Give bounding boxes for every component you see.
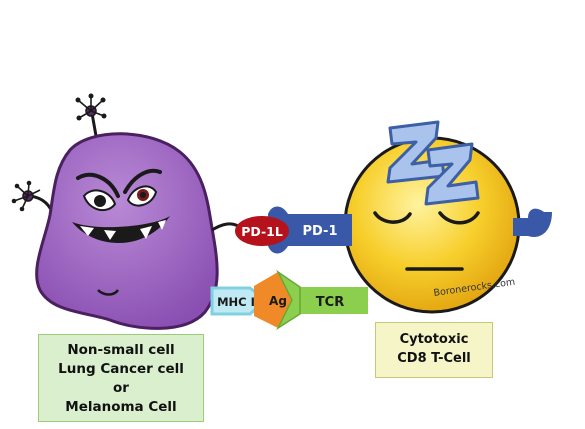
tcr-chevron [276,269,301,331]
cancer-label-line: or [113,380,129,396]
mhc1-label: MHC I [217,295,255,309]
pd1-label: PD-1 [302,224,337,239]
cancer-label-line: Non-small cell [67,342,175,358]
t-cell-sleepy-face [373,211,480,271]
cancer-label-line: Melanoma Cell [65,399,177,415]
pd1l-ligand [235,216,289,246]
pd1l-stalk [211,222,239,232]
t-cell-label-line: CD8 T-Cell [397,351,471,366]
ag-label: Ag [269,294,287,308]
sleep-z-icon [386,120,480,206]
pd1l-label: PD-1L [241,224,283,239]
cancer-face [72,168,170,296]
cancer-label-line: Lung Cancer cell [58,361,184,377]
pd1-receptor [268,206,352,254]
cancer-antenna-top [75,93,107,149]
t-cell-label-line: Cytotoxic [399,332,469,347]
t-cell-right-receptor [513,208,552,237]
cancer-cell-label-box: Non-small cell Lung Cancer cell or Melan… [38,334,204,422]
t-cell-label-box: Cytotoxic CD8 T-Cell [375,322,493,378]
cancer-antenna-left [11,180,57,219]
tcr-label: TCR [316,295,344,310]
